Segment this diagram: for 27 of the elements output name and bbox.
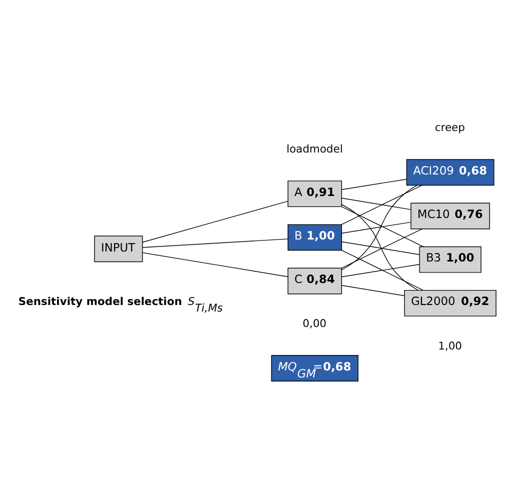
label: 0,00 [302,317,326,330]
connector [340,206,424,248]
connector [142,252,288,278]
connector [142,200,288,243]
connector [340,204,418,291]
node-box: B 1,00 [287,224,342,251]
connector [340,198,411,210]
connector [340,222,411,234]
node-box: MC10 0,76 [410,202,490,230]
connector [340,241,420,255]
node-box: B3 1,00 [418,246,481,273]
connector [340,285,404,296]
connector [340,264,420,278]
connector [340,250,424,291]
connector [340,184,417,270]
connector [340,178,406,190]
label: loadmodel [286,142,342,156]
node-box: C 0,84 [287,268,342,294]
connector [340,184,422,225]
node-box: A 0,91 [287,180,342,208]
connector [340,228,422,268]
node-box: ACI209 0,68 [406,159,494,186]
label: creep [434,121,464,134]
connector [142,238,288,248]
node-box: INPUT [94,236,142,262]
label: 1,00 [438,339,462,352]
node-box: GL2000 0,92 [404,290,496,316]
